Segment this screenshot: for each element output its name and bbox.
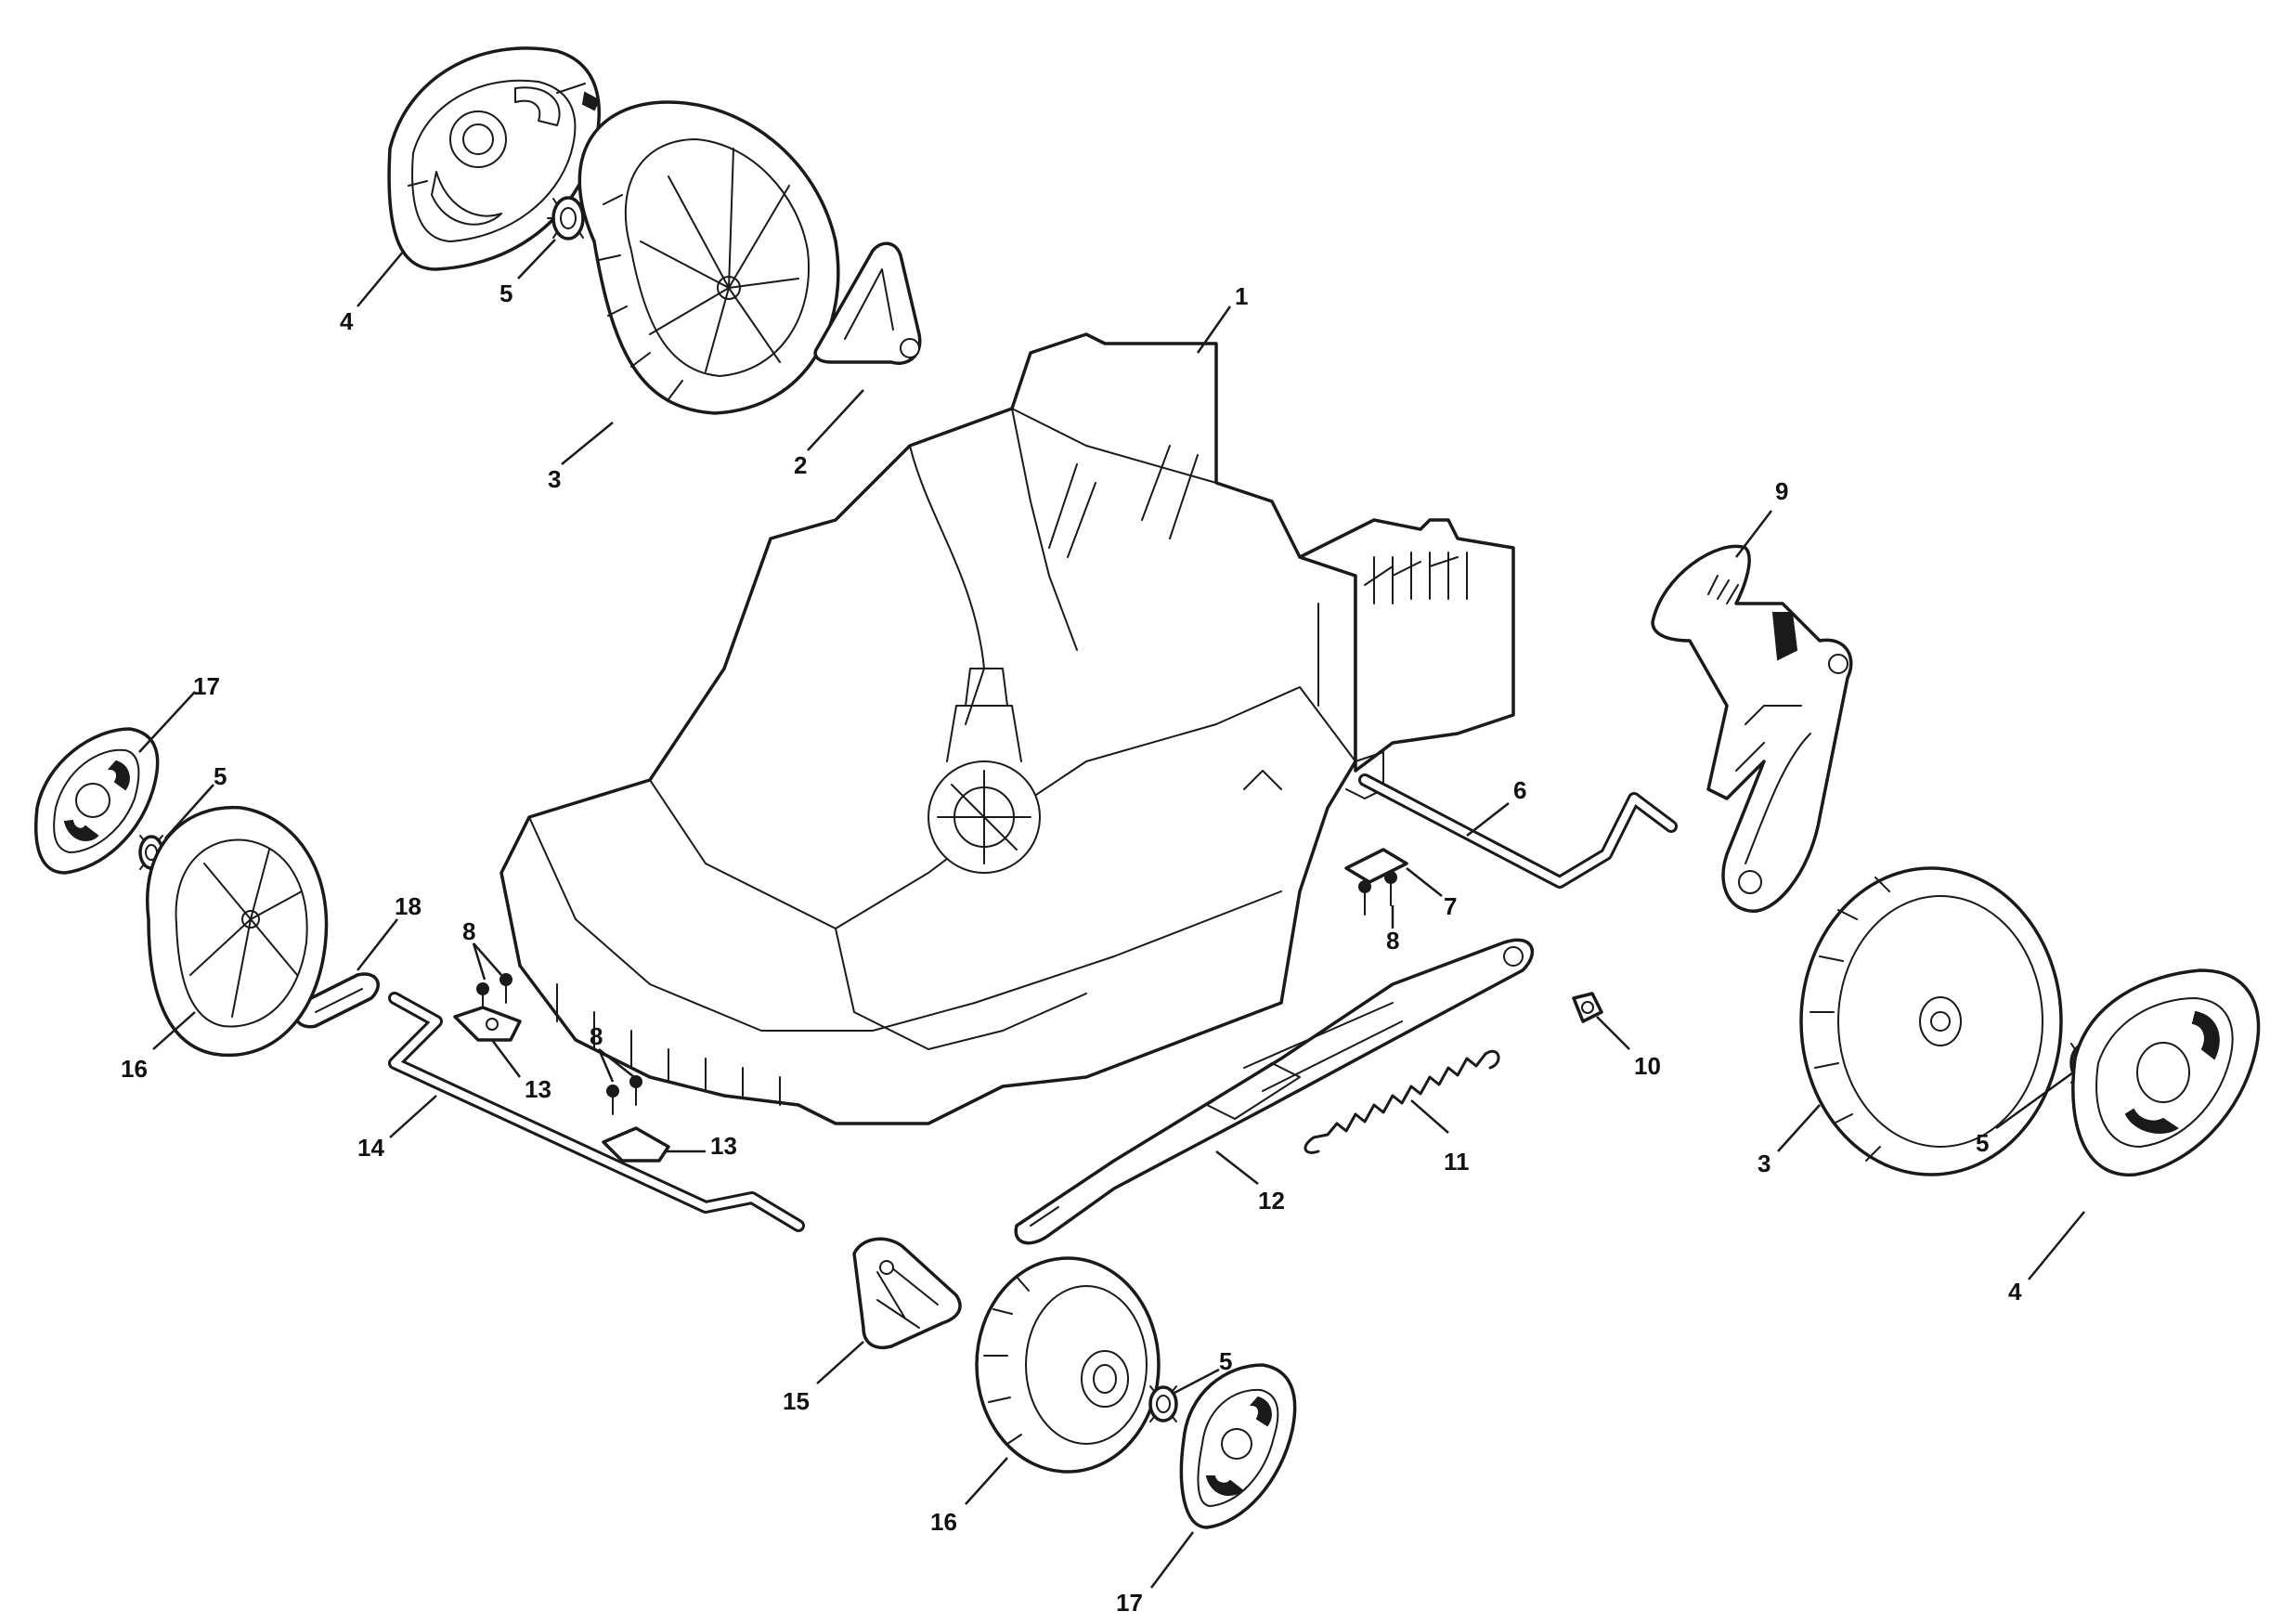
callout-5: 5 <box>499 279 512 307</box>
callout-17: 17 <box>1116 1589 1143 1617</box>
deck <box>499 332 1515 1125</box>
leader-3b <box>1777 1104 1821 1152</box>
leader-8a <box>473 942 502 976</box>
leader-2 <box>807 389 864 451</box>
callout-9: 9 <box>1775 477 1788 505</box>
star-washer <box>1148 1385 1178 1423</box>
callout-17: 17 <box>193 672 220 700</box>
leader-lines <box>138 239 2085 1589</box>
leader-9 <box>1735 510 1772 558</box>
axle-clip <box>453 1006 522 1042</box>
leader-16a <box>152 1011 196 1050</box>
callout-8: 8 <box>590 1022 603 1050</box>
wheel-bracket <box>813 241 922 365</box>
leader-16b <box>965 1457 1008 1505</box>
callout-15: 15 <box>783 1387 810 1415</box>
callout-16: 16 <box>930 1508 957 1536</box>
leader-8b2 <box>598 1048 635 1078</box>
leader-10 <box>1596 1016 1630 1050</box>
callout-8: 8 <box>1386 927 1399 955</box>
leader-14 <box>389 1095 437 1138</box>
callout-3: 3 <box>1758 1150 1771 1177</box>
leader-4b <box>2028 1211 2085 1280</box>
callout-5: 5 <box>1976 1129 1989 1157</box>
leader-5a <box>517 239 556 279</box>
front-wheel-bracket <box>852 1237 962 1349</box>
callout-10: 10 <box>1634 1052 1661 1080</box>
star-washer <box>547 196 590 240</box>
callout-14: 14 <box>357 1134 384 1162</box>
callout-11: 11 <box>1444 1148 1470 1176</box>
height-adjuster-lever <box>1651 544 1853 914</box>
leader-1 <box>1196 305 1232 354</box>
leader-8b <box>597 1048 615 1083</box>
leader-15 <box>816 1341 864 1384</box>
leader-8a2 <box>472 942 486 981</box>
callout-1: 1 <box>1235 282 1248 310</box>
leader-5b <box>164 784 214 839</box>
rear-wheel-left <box>577 100 840 415</box>
leader-5c <box>1174 1368 1220 1395</box>
screw <box>1358 871 1397 916</box>
rear-axle <box>1358 773 1678 889</box>
leader-12 <box>1215 1150 1259 1185</box>
callout-8: 8 <box>462 917 475 945</box>
front-hubcap-left <box>34 727 160 875</box>
callout-3: 3 <box>548 465 561 493</box>
callout-13: 13 <box>525 1075 551 1103</box>
spring <box>1304 1049 1500 1154</box>
leader-11 <box>1410 1099 1449 1134</box>
rear-hubcap-left <box>387 46 601 271</box>
callout-4: 4 <box>340 307 354 335</box>
leader-13a <box>491 1039 521 1078</box>
leader-3a <box>561 422 614 465</box>
rear-hubcap-right <box>2071 968 2261 1176</box>
axle-clip <box>1344 848 1408 884</box>
leader-6 <box>1466 802 1510 837</box>
bushing <box>1572 992 1603 1023</box>
leader-17a <box>138 691 196 753</box>
callout-5: 5 <box>1219 1347 1232 1375</box>
leader-4a <box>357 250 405 307</box>
screw <box>606 1075 642 1115</box>
axle-clip <box>602 1126 670 1163</box>
callout-6: 6 <box>1513 776 1526 804</box>
front-wheel-right <box>975 1256 1161 1474</box>
leader-17b <box>1150 1531 1194 1589</box>
callout-16: 16 <box>121 1055 148 1083</box>
leader-18 <box>357 918 398 971</box>
callout-12: 12 <box>1258 1187 1285 1215</box>
screw <box>476 973 512 1008</box>
callout-13: 13 <box>710 1132 737 1160</box>
callout-5: 5 <box>214 762 227 790</box>
callout-2: 2 <box>794 451 807 479</box>
callout-4: 4 <box>2008 1278 2022 1306</box>
callout-7: 7 <box>1444 892 1457 920</box>
leader-5d <box>1995 1071 2074 1130</box>
front-axle <box>388 992 805 1232</box>
front-wheel-left <box>146 805 329 1058</box>
height-adjuster-link <box>1014 938 1534 1245</box>
callouts: 1 2 3 3 4 4 5 5 5 5 6 7 8 8 8 9 10 11 12… <box>121 279 2022 1617</box>
rear-wheel-right <box>1799 866 2063 1176</box>
callout-18: 18 <box>395 892 422 920</box>
leader-7 <box>1406 867 1443 897</box>
front-hubcap-right <box>1179 1363 1297 1529</box>
